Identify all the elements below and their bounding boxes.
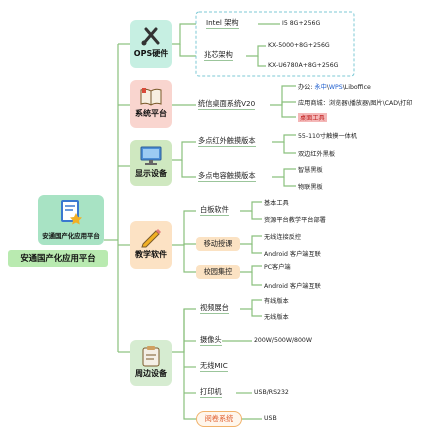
clipboard-icon (142, 346, 160, 367)
ops-intel: Intel 架构 (206, 18, 239, 29)
teaching-wb-leaf-1: 基本工具 (264, 200, 289, 207)
root-badge-label: 安通国产化应用平台 (42, 232, 100, 240)
peripheral-booth-leaf-1: 有线版本 (264, 298, 289, 305)
root-badge: 安通国产化应用平台 (38, 195, 104, 245)
display-ir-leaf-2: 双边红外黑板 (298, 151, 336, 158)
system-office: 办公: 永中\WPS\Liboffice (298, 82, 371, 91)
office-liboffice: Liboffice (344, 84, 371, 91)
teaching-whiteboard: 白板软件 (200, 205, 229, 216)
category-display-label: 显示设备 (135, 169, 167, 178)
display-ir-leaf-1: 55-110寸触摸一体机 (298, 133, 358, 140)
category-system: 系统平台 (130, 80, 172, 128)
teaching-mobile-leaf-2: Android 客户端互联 (264, 251, 321, 258)
peripheral-booth-leaf-2: 无线版本 (264, 314, 289, 321)
system-os: 统信桌面系统V20 (198, 99, 256, 110)
teaching-mobile-leaf-1: 无线连接反控 (264, 234, 302, 241)
system-desktop-tools: 桌面工具 (298, 113, 327, 122)
teaching-campus-leaf-2: Android 客户端互联 (264, 283, 321, 290)
ops-zhaoxin-spec-1: KX-5000+8G+256G (268, 42, 330, 49)
peripheral-mic: 无线MIC (200, 361, 228, 372)
root-title: 安通国产化应用平台 (8, 250, 108, 267)
teaching-campus: 校园集控 (196, 265, 240, 279)
category-system-label: 系统平台 (135, 109, 167, 118)
ops-zhaoxin: 兆芯架构 (204, 50, 233, 61)
peripheral-printer-leaf: USB/RS232 (254, 389, 289, 396)
category-peripheral: 周边设备 (130, 340, 172, 386)
display-ir: 多点红外触摸版本 (198, 136, 256, 147)
display-cap: 多点电容触摸版本 (198, 171, 256, 182)
category-peripheral-label: 周边设备 (135, 369, 167, 378)
open-book-icon (140, 88, 162, 106)
office-prefix: 办公: (298, 84, 313, 91)
pencil-icon (141, 229, 161, 248)
teaching-wb-leaf-2: 资源平台教学平台部署 (264, 217, 326, 224)
monitor-icon (140, 146, 162, 165)
peripheral-scanner-leaf: USB (264, 415, 277, 422)
category-ops-label: OPS硬件 (133, 49, 169, 58)
peripheral-scanner: 阅卷系统 (196, 411, 242, 427)
office-yongzhong: 永中 (314, 84, 327, 91)
office-wps: WPS (328, 84, 343, 91)
tools-icon (141, 27, 160, 46)
display-cap-leaf-1: 智慧黑板 (298, 167, 323, 174)
system-store: 应用商城：浏览器\播放器\图片\CAD\打印 (298, 100, 413, 107)
peripheral-camera-leaf: 200W/500W/800W (254, 337, 312, 344)
office-sep-2: \ (342, 84, 345, 91)
ops-intel-spec: I5 8G+256G (282, 20, 321, 27)
display-cap-leaf-2: 物联黑板 (298, 184, 323, 191)
peripheral-camera: 摄像头 (200, 335, 222, 346)
office-sep-1: \ (326, 84, 329, 91)
teaching-mobile: 移动授课 (196, 237, 240, 251)
peripheral-printer: 打印机 (200, 387, 222, 398)
teaching-campus-leaf-1: PC客户端 (264, 264, 291, 271)
category-teaching-label: 教学软件 (135, 250, 167, 259)
category-display: 显示设备 (130, 140, 172, 186)
document-star-icon (61, 200, 82, 225)
category-teaching: 教学软件 (130, 221, 172, 269)
ops-zhaoxin-spec-2: KX-U6780A+8G+256G (268, 62, 339, 69)
peripheral-booth: 视频展台 (200, 303, 229, 314)
category-ops: OPS硬件 (130, 20, 172, 68)
